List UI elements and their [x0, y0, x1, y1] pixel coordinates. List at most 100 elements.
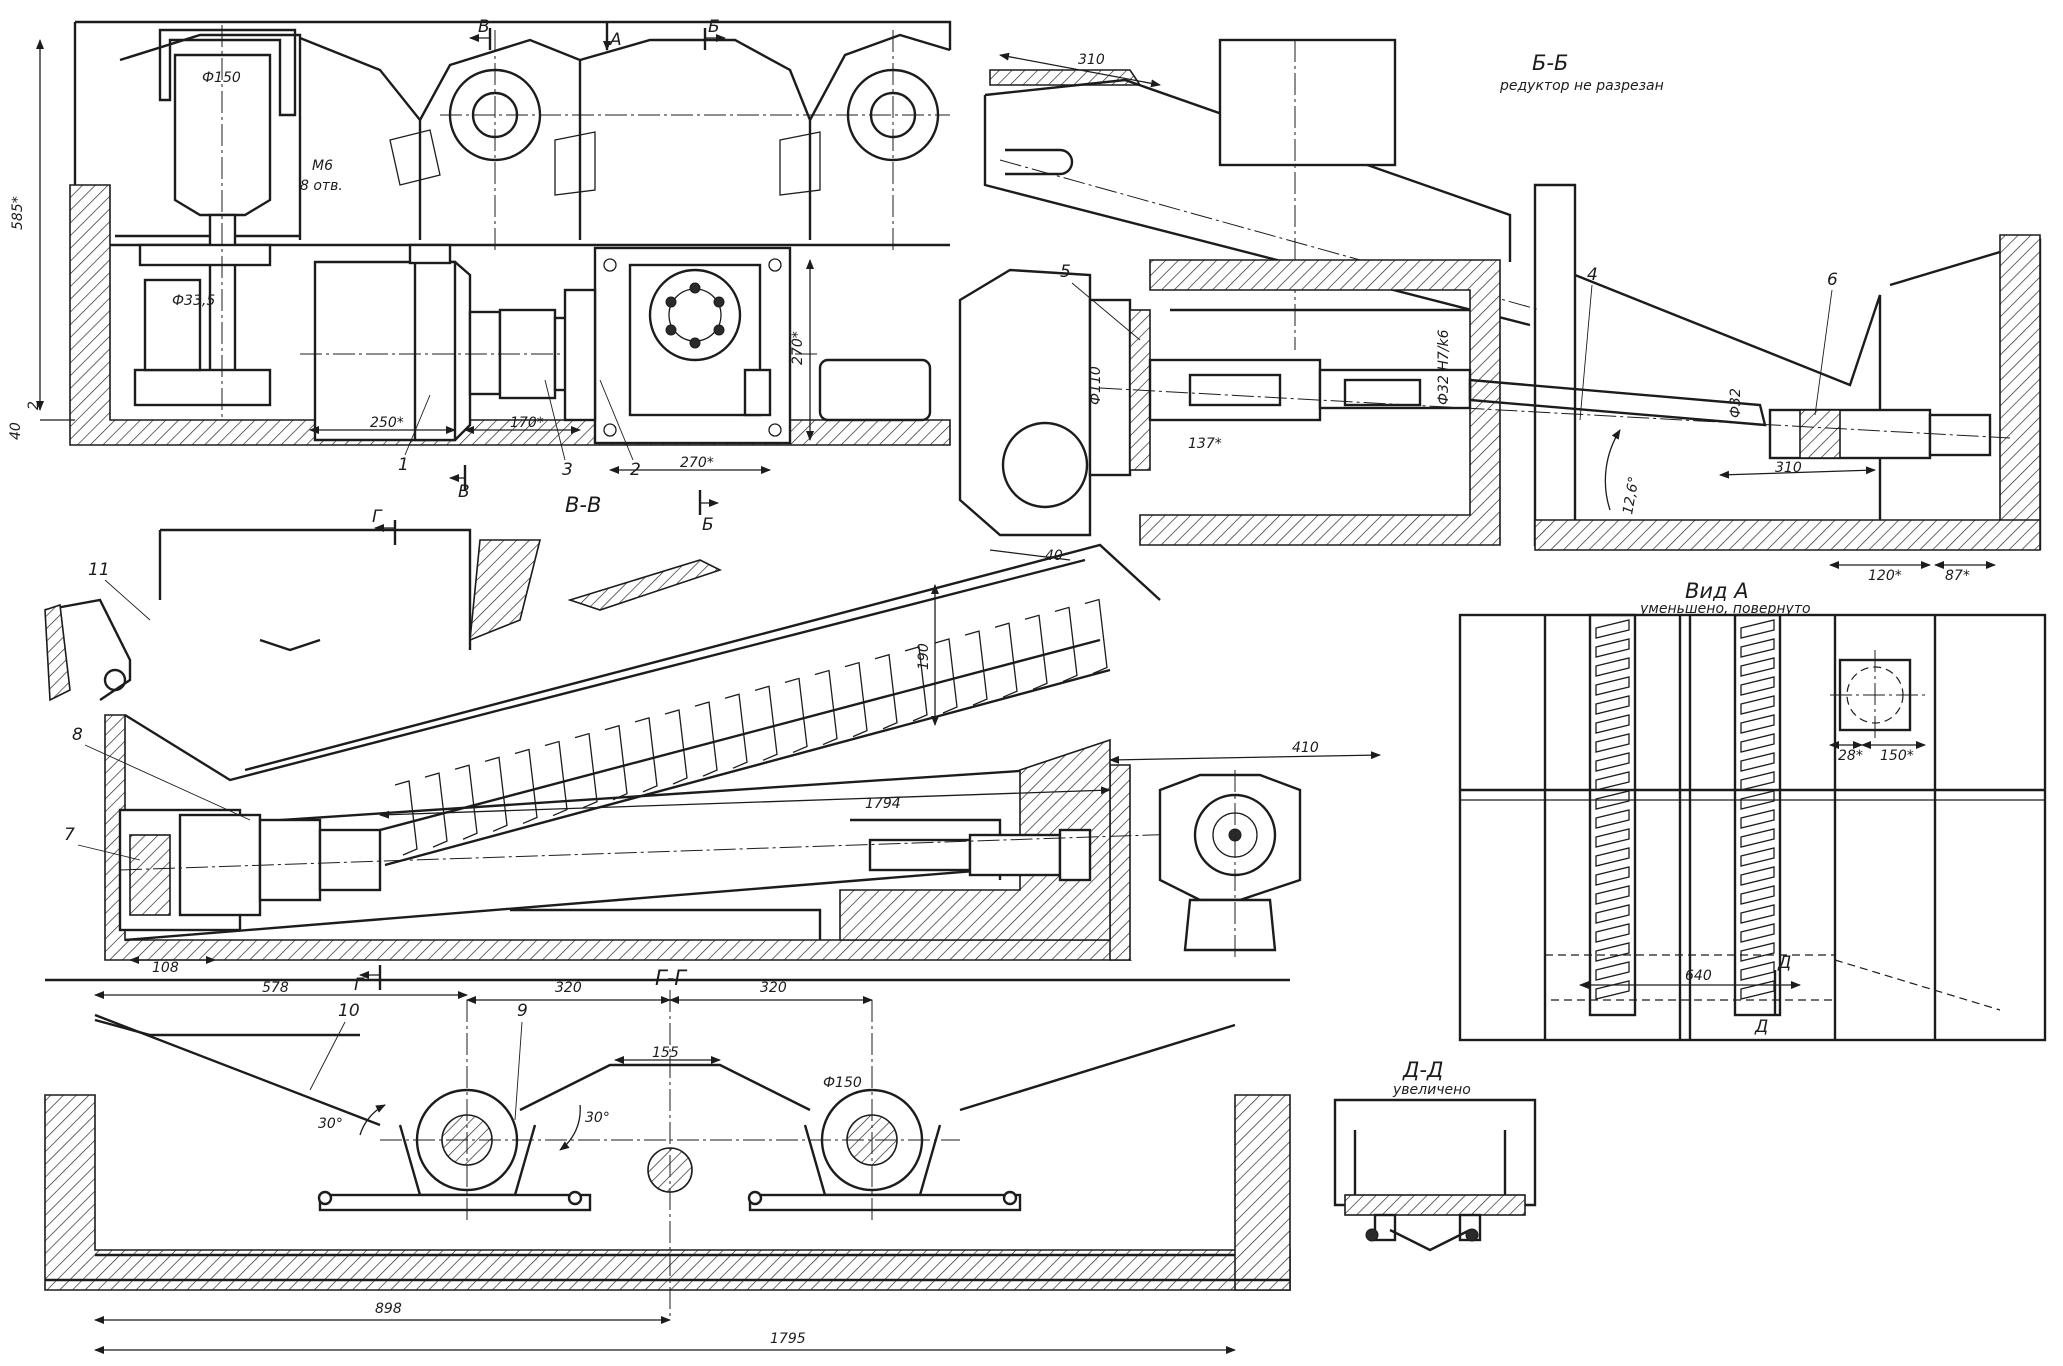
dim-l320a: 320 [555, 980, 582, 996]
auger-tooth [1595, 847, 1630, 867]
callout-3: 3 [562, 460, 573, 480]
callout-5: 5 [1060, 262, 1071, 282]
view-a [1458, 613, 2047, 1042]
dim-l190: 190 [916, 643, 932, 670]
auger-strips [1595, 619, 1775, 1000]
dim-d33-5: Ф33,5 [172, 293, 215, 309]
dim-l310a: 310 [1078, 52, 1105, 68]
auger-tooth [1595, 961, 1630, 981]
screw-flight [724, 693, 748, 769]
dim-l40: 40 [1045, 548, 1063, 564]
dim-l150s: 150* [1880, 748, 1914, 764]
dim-top-d150: Ф150 [202, 70, 241, 86]
screw-flight [904, 646, 928, 722]
cut-mark-d-bottom: Д [1754, 1017, 1768, 1037]
auger-tooth [1595, 923, 1630, 943]
auger-tooth [1595, 714, 1630, 734]
callout-10: 10 [338, 1001, 360, 1021]
cut-mark-g-top: Г [372, 507, 383, 527]
dim-l170: 170* [510, 415, 544, 431]
vv-title: В-В [565, 493, 601, 517]
auger-tooth [1595, 695, 1630, 715]
auger-tooth [1595, 942, 1630, 962]
dim-l137: 137* [1188, 436, 1222, 452]
screw-flight [694, 701, 718, 777]
callout-9: 9 [517, 1001, 528, 1021]
screw-flight [664, 709, 688, 785]
auger-tooth [1595, 866, 1630, 886]
auger-tooth [1595, 790, 1630, 810]
callout-1: 1 [398, 455, 409, 475]
dim-l120: 120* [1868, 568, 1902, 584]
bb-title: Б-Б [1532, 51, 1568, 75]
dim-h585: 585* [10, 196, 26, 230]
screw-flight [514, 748, 538, 825]
auger-tooth [1740, 619, 1775, 639]
screw-flight [484, 756, 508, 832]
screw-flight [814, 669, 838, 746]
dim-d110: Ф110 [1088, 366, 1104, 405]
section-vv [44, 520, 1381, 964]
dd-note: увеличено [1392, 1082, 1471, 1098]
screw-flight [934, 638, 958, 714]
dim-holes: 8 отв. [300, 178, 343, 194]
dim-h40: 40 [8, 422, 24, 440]
dim-ang30a: 30° [318, 1116, 343, 1132]
section-bb [958, 38, 2042, 569]
dim-l640: 640 [1685, 968, 1712, 984]
callout-7: 7 [64, 825, 75, 845]
auger-tooth [1740, 733, 1775, 753]
callout-2: 2 [630, 460, 641, 480]
callout-6: 6 [1827, 270, 1838, 290]
dim-d32: Ф32 [1728, 388, 1744, 418]
dim-fit32: Ф32 Н7/k6 [1436, 329, 1452, 405]
dim-l270v: 270* [790, 331, 806, 365]
auger-tooth [1595, 676, 1630, 696]
auger-tooth [1595, 638, 1630, 658]
auger-tooth [1740, 771, 1775, 791]
view-a-note: уменьшено, повернуто [1639, 601, 1811, 617]
screw-flight [874, 653, 898, 730]
cut-mark-b-top: Б [708, 17, 720, 37]
auger-tooth [1740, 752, 1775, 772]
view-a-title: Вид А [1685, 579, 1749, 603]
auger-tooth [1595, 904, 1630, 924]
cut-mark-d-top: Д [1777, 953, 1791, 973]
screw-flight [454, 764, 478, 840]
auger-tooth [1740, 847, 1775, 867]
screw-flight [544, 740, 568, 817]
dim-l310b: 310 [1775, 460, 1802, 476]
auger-tooth [1740, 790, 1775, 810]
auger-tooth [1595, 657, 1630, 677]
screw-flight [634, 717, 658, 793]
auger-tooth [1595, 619, 1630, 639]
auger-tooth [1740, 885, 1775, 905]
callout-8: 8 [72, 725, 83, 745]
section-dd [1333, 1098, 1537, 1252]
auger-tooth [1740, 638, 1775, 658]
auger-tooth [1740, 961, 1775, 981]
auger-tooth [1740, 676, 1775, 696]
dd-title: Д-Д [1402, 1058, 1443, 1082]
screw-flight [1084, 598, 1108, 675]
auger-tooth [1740, 980, 1775, 1000]
auger-tooth [1595, 885, 1630, 905]
dim-angle126: 12,6° [1620, 475, 1642, 515]
auger-tooth [1740, 904, 1775, 924]
screw-flight [994, 622, 1018, 698]
dim-l578: 578 [262, 980, 289, 996]
screw-flight [1024, 614, 1048, 690]
dim-m6: М6 [312, 158, 333, 174]
cut-mark-b-bottom: Б [702, 515, 714, 535]
auger-tooth [1740, 866, 1775, 886]
dim-d150b: Ф150 [823, 1075, 862, 1091]
auger-tooth [1740, 809, 1775, 829]
dim-l1794: 1794 [865, 796, 901, 812]
auger-tooth [1595, 752, 1630, 772]
dim-h2: 2 [26, 401, 42, 410]
dim-l155: 155 [652, 1045, 679, 1061]
screw-flight [394, 780, 418, 856]
dim-l108: 108 [152, 960, 179, 976]
section-gg [44, 965, 1291, 1354]
